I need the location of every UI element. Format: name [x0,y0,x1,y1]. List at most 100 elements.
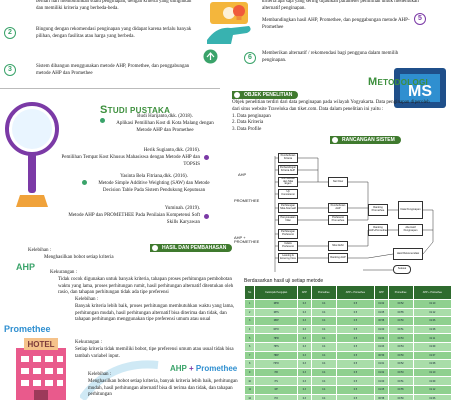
table-cell: PO [254,393,299,400]
reference-item: Yuminah. (2019). Metode AHP dan PROMETHE… [60,206,200,226]
table-cell: 0.3 [297,299,312,309]
table-cell: 0.3 [297,376,312,386]
table-cell: 5 [243,333,256,343]
hotel-building-illustration: HOTEL [16,338,66,400]
table-cell: 00:51 [387,376,414,386]
decorative-swoosh [80,360,159,400]
intro-right-item-5: Membandingkan hasil AHP, Promethee, dan … [262,18,412,32]
reference-title: Metode AHP dan PROMETHEE Pada Penilaian … [68,212,200,225]
band-dot-icon [152,245,158,251]
flow-box: Indeks Preferensi [278,241,298,251]
flow-box: Pembobotan AHP [328,203,348,213]
table-cell: 0.3 [297,393,312,400]
table-cell: 00:58 [374,393,389,400]
metodologi-logo-illustration: MS [394,68,446,108]
magnifier-illustration [5,102,59,207]
table-cell: 01:06 [412,316,453,326]
table-cell: PR [254,367,299,378]
table-cell: 00:51 [387,324,414,335]
table-cell: 00:55 [387,307,414,318]
ahp-promethee-kelebihan: Kelebihan : Menghasilkan bobot setiap kr… [88,372,240,399]
table-cell: 00:50 [387,393,414,400]
table-cell: 01:08 [412,324,453,335]
intro-number-badge: 6 [244,52,256,64]
ahp-promethee-label: AHP + Promethee [170,364,238,373]
ahp-kekurangan-title: Kekurangan : [50,270,78,275]
ahp-kekurangan-text: Tidak cocok digunakan untuk banyak krite… [58,276,234,296]
reference-bullet [82,180,87,185]
objek-item: 1. Data penginapan [232,113,271,119]
table-cell: 00:53 [387,333,414,343]
table-cell: 0.5 [335,367,376,378]
ahp-kelebihan-title: Kelebihan : [28,248,52,253]
promethee-kekurangan: Kekurangan : Setiap kriteria tidak memil… [75,340,240,360]
metodologi-title: METODOLOGI [368,76,429,88]
table-cell: 00:55 [387,384,414,395]
ahp-kelebihan: Kelebihan : Menghasilkan bobot setiap kr… [28,248,228,262]
flow-box: Pembobotan Kriteria [278,153,298,163]
promethee-kekurangan-title: Kekurangan : [75,340,103,345]
flow-box: Ranking AHP [328,253,348,263]
band-dot-icon [332,137,338,143]
intro-left-item-3: Sistem dibangun menggunakan metode AHP, … [36,64,200,78]
table-cell: 0.5 [335,341,376,352]
table-header-cell: AHP [374,285,389,300]
ahp-kelebihan-text: Menghasilkan bobot setiap kriteria [44,254,114,260]
table-cell: 01:02 [374,299,389,309]
flow-box: Normalisasi dan Nilai Eigen [278,177,298,187]
table-cell: RPR [254,299,299,309]
reference-title: Aplikasi Pemilihan Kost di Kota Malang d… [116,120,214,133]
promethee-kelebihan: Kelebihan : Banyak kriteria lebih baik, … [75,297,240,324]
table-cell: PS [254,376,299,386]
table-cell: 01:03 [374,341,389,352]
table-cell: 0.5 [335,384,376,395]
flow-box: Net Flow [328,177,348,187]
band-dot-icon [234,92,240,98]
table-cell: 0.4 [310,384,337,395]
flow-box: Perhitungan Nilai Alternatif [278,203,298,213]
table-cell: 3 [243,316,256,326]
table-cell: 0.4 [310,316,337,326]
table-cell: 0.5 [335,393,376,400]
table-cell: 01:02 [374,367,389,378]
reference-author: Budi Harijanto,dkk. (2018). [137,114,193,119]
intro-text: Memberikan alternatif / rekomendasi bagi… [262,51,399,63]
table-cell: 8 [243,359,256,369]
flow-box: Preferensi Promethee [328,215,348,225]
intro-text: kriteria apa saja yang sering dijadikan … [262,0,419,11]
table-cell: RP [254,384,299,395]
flow-box: Uji Konsistensi [278,189,298,199]
table-cell: 01:05 [374,384,389,395]
intro-right-item-6: Memberikan alternatif / rekomendasi bagi… [262,51,422,65]
objek-item: 3. Data Profile [232,127,262,132]
table-header-cell: No [243,285,256,300]
lightbulb-icon [233,5,245,20]
table-cell: 01:08 [412,359,453,369]
section-divider [0,88,220,89]
table-header-cell: Promethee [387,285,414,300]
table-cell: 0.4 [310,333,337,343]
table-header-cell: AHP [297,285,312,300]
table-cell: 0.5 [335,299,376,309]
reference-author: Yuminah. (2019). [164,206,200,211]
intro-right-item-4: kriteria apa saja yang sering dijadikan … [262,0,422,13]
table-cell: 01:00 [374,324,389,335]
flow-box: Selesai [393,265,411,274]
promethee-kelebihan-title: Kelebihan : [75,297,99,302]
table-cell: 01:07 [412,350,453,361]
table-cell: 10 [243,376,256,386]
studi-pustaka-title: STUDI PUSTAKA [100,104,171,116]
reference-item: Herik Sugianto,dkk. (2016). Pemilihan Te… [60,148,200,168]
intro-left-item-2: Bingung dengan rekomendasi penginapan ya… [36,27,200,41]
table-cell: 0.4 [310,350,337,361]
table-cell: 01:06 [412,393,453,400]
recycle-icon [203,49,218,64]
